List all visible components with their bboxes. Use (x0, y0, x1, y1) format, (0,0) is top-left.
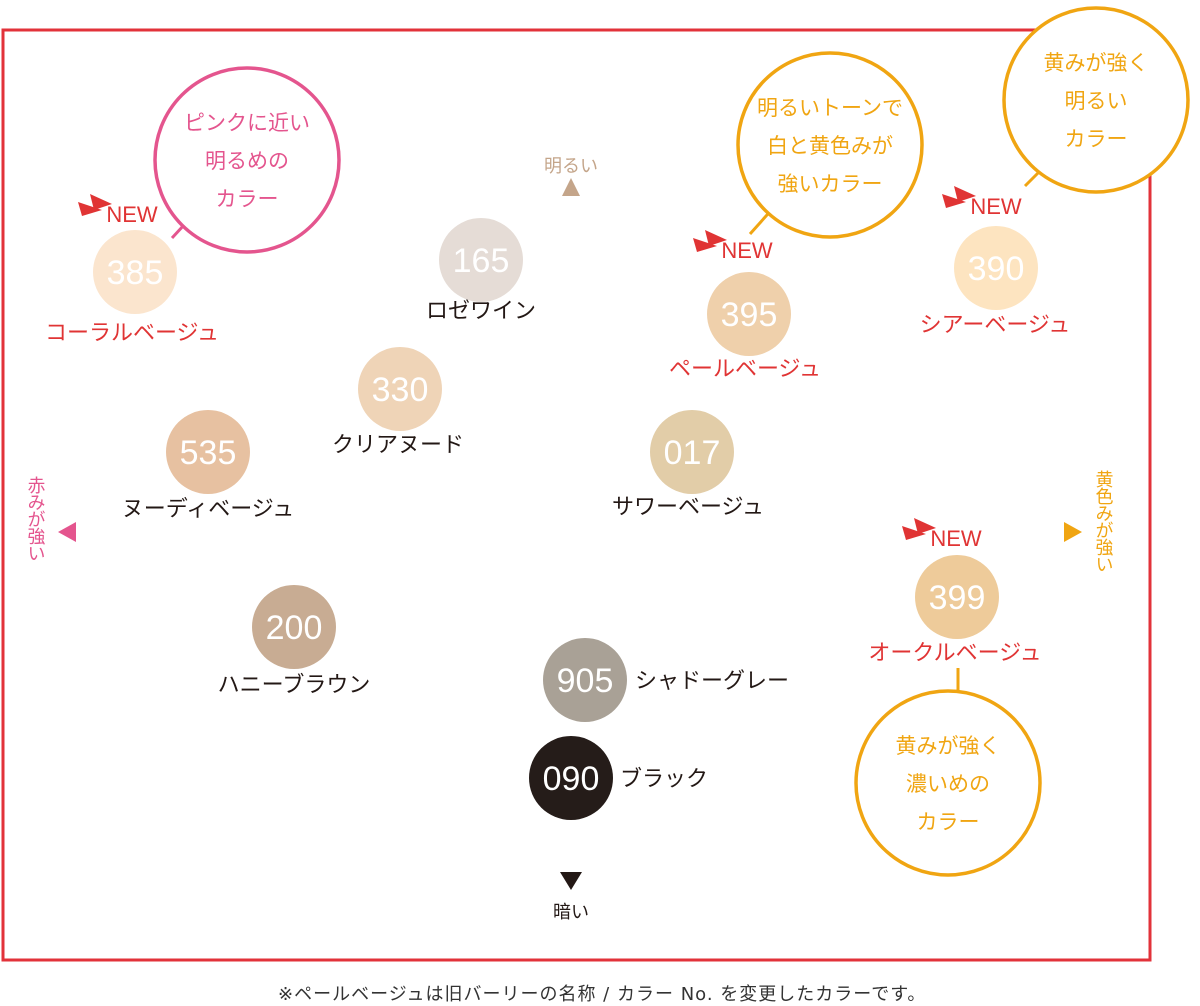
callout-line: 明るい (1065, 89, 1128, 113)
axis-label-left: 赤みが強い (25, 476, 46, 561)
swatch-535: 535 ヌーディベージュ (122, 410, 294, 522)
new-badge-text: NEW (970, 194, 1022, 219)
swatch-number: 017 (664, 434, 721, 472)
swatch-number: 390 (968, 250, 1025, 288)
callout-circle (153, 66, 341, 254)
swatch-017: 017 サワーベージュ (612, 410, 764, 520)
new-badge: NEW (693, 230, 773, 263)
down-arrow-icon (560, 872, 582, 890)
swatch-number: 090 (543, 760, 600, 798)
swatch-circle (166, 410, 250, 494)
spark-icon (942, 194, 966, 208)
swatch-label: シアーベージュ (920, 313, 1071, 338)
callout-line: 明るいトーンで (757, 96, 903, 120)
swatch-label: クリアヌード (332, 433, 464, 458)
swatch-label: ヌーディベージュ (122, 497, 294, 522)
spark-icon (954, 186, 976, 202)
swatch-circle (252, 585, 336, 669)
swatch-number: 165 (453, 242, 510, 280)
right-arrow-icon (1064, 522, 1082, 542)
callout-circle (1002, 6, 1190, 194)
swatch-number: 399 (929, 579, 986, 617)
new-badge: NEW (942, 186, 1022, 219)
callout-line: カラー (1065, 127, 1128, 151)
swatch-circle (529, 736, 613, 820)
new-badge-text: NEW (930, 526, 982, 551)
footnote: ※ペールベージュは旧バーリーの名称 / カラー No. を変更したカラーです。 (278, 984, 926, 1005)
swatch-layer: 385 コーラルベージュ NEW 165 ロゼワイン 330 クリアヌード 535 ヌーディベー… (45, 186, 1070, 820)
callout-circle (736, 51, 924, 239)
swatch-number: 535 (180, 434, 237, 472)
callout-line: 濃いめの (906, 772, 990, 796)
spark-icon (902, 526, 926, 540)
up-arrow-icon (562, 178, 580, 196)
chart-frame (1, 28, 1152, 962)
swatch-090: 090 ブラック (529, 736, 708, 820)
callout-line: 強いカラー (778, 172, 883, 196)
swatch-label: シャドーグレー (635, 669, 789, 694)
callout-line: ピンクに近い (184, 111, 310, 135)
swatch-label: ペールベージュ (669, 357, 821, 382)
swatch-200: 200 ハニーブラウン (218, 585, 371, 698)
new-badge-text: NEW (721, 238, 773, 263)
spark-icon (78, 202, 102, 216)
swatch-circle (707, 272, 791, 356)
axis-label-right: 黄色みが強い (1093, 470, 1114, 572)
swatch-label: サワーベージュ (612, 495, 764, 520)
bubble-layer: ピンクに近い明るめのカラー明るいトーンで白と黄色みが強いカラー黄みが強く明るいカ… (153, 6, 1190, 877)
axis-label-top: 明るい (544, 156, 598, 177)
callout-line: 黄みが強く (1044, 51, 1149, 75)
callout-line: カラー (917, 810, 980, 834)
swatch-number: 330 (372, 371, 429, 409)
swatch-330: 330 クリアヌード (332, 347, 464, 458)
callout-line: 黄みが強く (896, 734, 1001, 758)
swatch-circle (650, 410, 734, 494)
new-badge: NEW (78, 194, 158, 227)
callout-line: 白と黄色みが (767, 134, 893, 158)
callout-line: カラー (216, 187, 279, 211)
axis-label-bottom: 暗い (553, 902, 589, 923)
swatch-label: オークルベージュ (868, 641, 1041, 666)
swatch-label: ロゼワイン (426, 299, 536, 324)
swatch-circle (439, 218, 523, 302)
spark-icon (914, 518, 936, 534)
swatch-385: 385 コーラルベージュ NEW (45, 194, 219, 346)
swatch-number: 385 (107, 254, 164, 292)
spark-icon (705, 230, 727, 246)
swatch-number: 395 (721, 296, 778, 334)
swatch-905: 905 シャドーグレー (543, 638, 789, 722)
new-badge: NEW (902, 518, 982, 551)
callout-line: 明るめの (205, 149, 289, 173)
swatch-395: 395 ペールベージュ NEW (669, 230, 821, 382)
swatch-circle (358, 347, 442, 431)
swatch-number: 905 (557, 662, 614, 700)
swatch-399: 399 オークルベージュ NEW (868, 518, 1042, 666)
spark-icon (90, 194, 112, 210)
swatch-circle (954, 226, 1038, 310)
swatch-circle (915, 555, 999, 639)
left-arrow-icon (58, 522, 76, 542)
swatch-circle (93, 230, 177, 314)
swatch-label: コーラルベージュ (45, 321, 219, 346)
swatch-circle (543, 638, 627, 722)
callout-circle (854, 689, 1042, 877)
swatch-label: ハニーブラウン (218, 673, 371, 698)
new-badge-text: NEW (106, 202, 158, 227)
swatch-390: 390 シアーベージュ NEW (920, 186, 1071, 338)
spark-icon (693, 238, 717, 252)
swatch-number: 200 (266, 609, 323, 647)
swatch-165: 165 ロゼワイン (426, 218, 536, 324)
swatch-label: ブラック (620, 767, 708, 792)
